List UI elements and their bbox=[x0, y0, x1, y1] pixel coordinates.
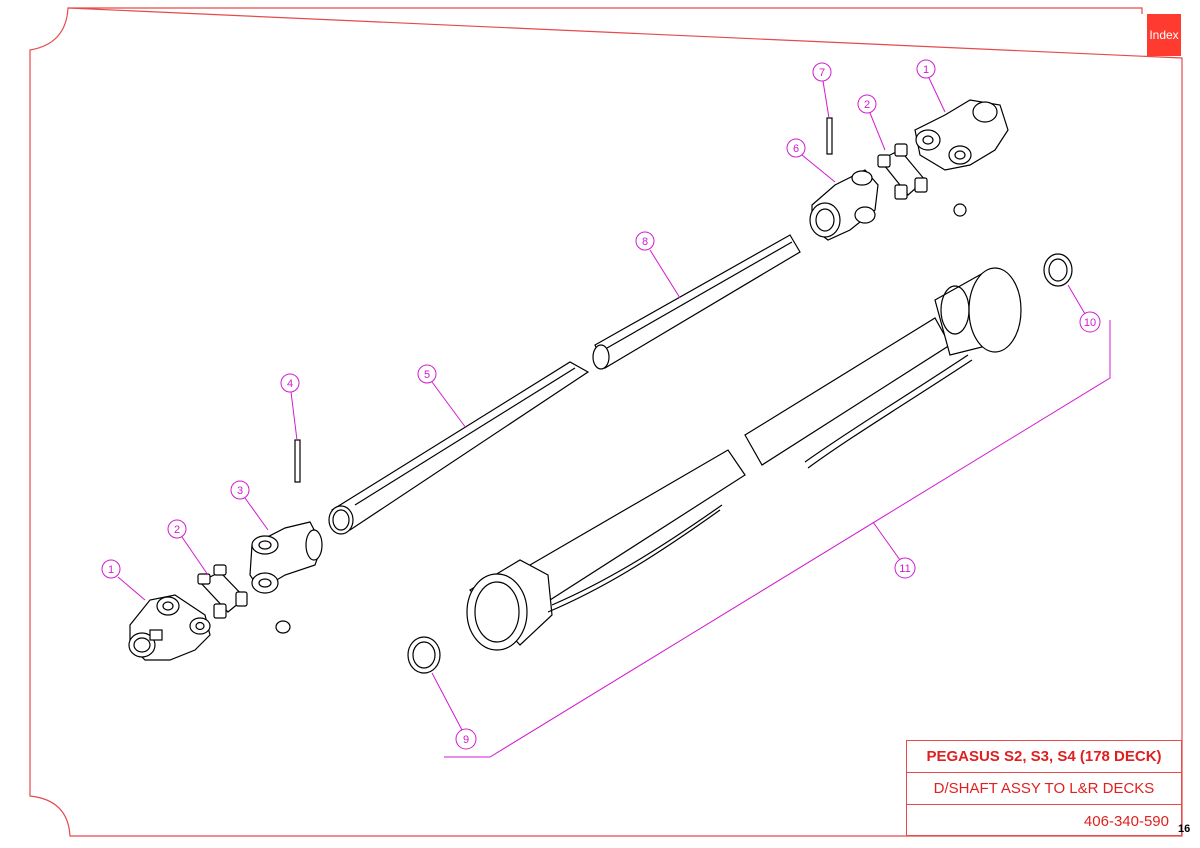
bearing-ring-left bbox=[407, 636, 441, 674]
svg-text:9: 9 bbox=[463, 734, 469, 746]
callout-3: 3 bbox=[230, 480, 269, 531]
title-block-part-number: 406-340-590 bbox=[1083, 812, 1169, 830]
callout-7: 7 bbox=[812, 62, 832, 119]
callout-1-left: 1 bbox=[101, 559, 146, 601]
svg-text:3: 3 bbox=[237, 485, 243, 497]
svg-text:2: 2 bbox=[174, 524, 180, 536]
drawing-frame bbox=[29, 7, 1183, 837]
cross-journal-right bbox=[877, 143, 928, 200]
callout-1-right: 1 bbox=[916, 59, 946, 113]
yoke-tube-right bbox=[809, 169, 879, 241]
safety-guard-left-half bbox=[466, 449, 746, 651]
outer-tube bbox=[328, 361, 590, 535]
callout-5: 5 bbox=[417, 364, 467, 429]
svg-text:4: 4 bbox=[287, 378, 293, 390]
callout-9: 9 bbox=[431, 672, 477, 750]
callout-8: 8 bbox=[635, 231, 681, 299]
callout-2-right: 2 bbox=[857, 94, 886, 151]
circlip-left bbox=[275, 620, 291, 634]
svg-text:5: 5 bbox=[424, 369, 430, 381]
leader-11-bracket bbox=[444, 320, 1111, 758]
title-block: PEGASUS S2, S3, S4 (178 DECK) D/SHAFT AS… bbox=[906, 740, 1182, 836]
yoke-left bbox=[128, 594, 211, 661]
title-block-title: PEGASUS S2, S3, S4 (178 DECK) bbox=[907, 741, 1181, 773]
svg-text:8: 8 bbox=[642, 236, 648, 248]
circlip-right bbox=[953, 203, 967, 217]
svg-text:1: 1 bbox=[923, 64, 929, 76]
callout-10: 10 bbox=[1067, 284, 1101, 333]
callout-11: 11 bbox=[872, 521, 916, 579]
title-block-subtitle: D/SHAFT ASSY TO L&R DECKS bbox=[907, 773, 1181, 805]
cross-journal-left bbox=[197, 564, 248, 619]
spring-pin-right bbox=[826, 117, 833, 155]
svg-text:11: 11 bbox=[899, 563, 910, 575]
callout-6: 6 bbox=[786, 138, 836, 183]
index-button[interactable]: Index bbox=[1147, 14, 1181, 56]
spring-pin-left bbox=[294, 439, 301, 483]
safety-guard-right-half bbox=[744, 267, 1022, 469]
callout-4: 4 bbox=[280, 373, 300, 441]
yoke-right bbox=[914, 99, 1009, 171]
svg-text:6: 6 bbox=[793, 143, 799, 155]
bearing-ring-right bbox=[1043, 253, 1073, 287]
callout-2-left: 2 bbox=[167, 519, 209, 576]
page-number: 16 bbox=[1178, 823, 1191, 835]
yoke-tube-left bbox=[249, 521, 323, 594]
svg-text:1: 1 bbox=[108, 564, 114, 576]
inner-tube bbox=[592, 234, 801, 370]
svg-text:7: 7 bbox=[819, 67, 825, 79]
svg-text:10: 10 bbox=[1084, 317, 1096, 329]
svg-text:2: 2 bbox=[864, 99, 870, 111]
